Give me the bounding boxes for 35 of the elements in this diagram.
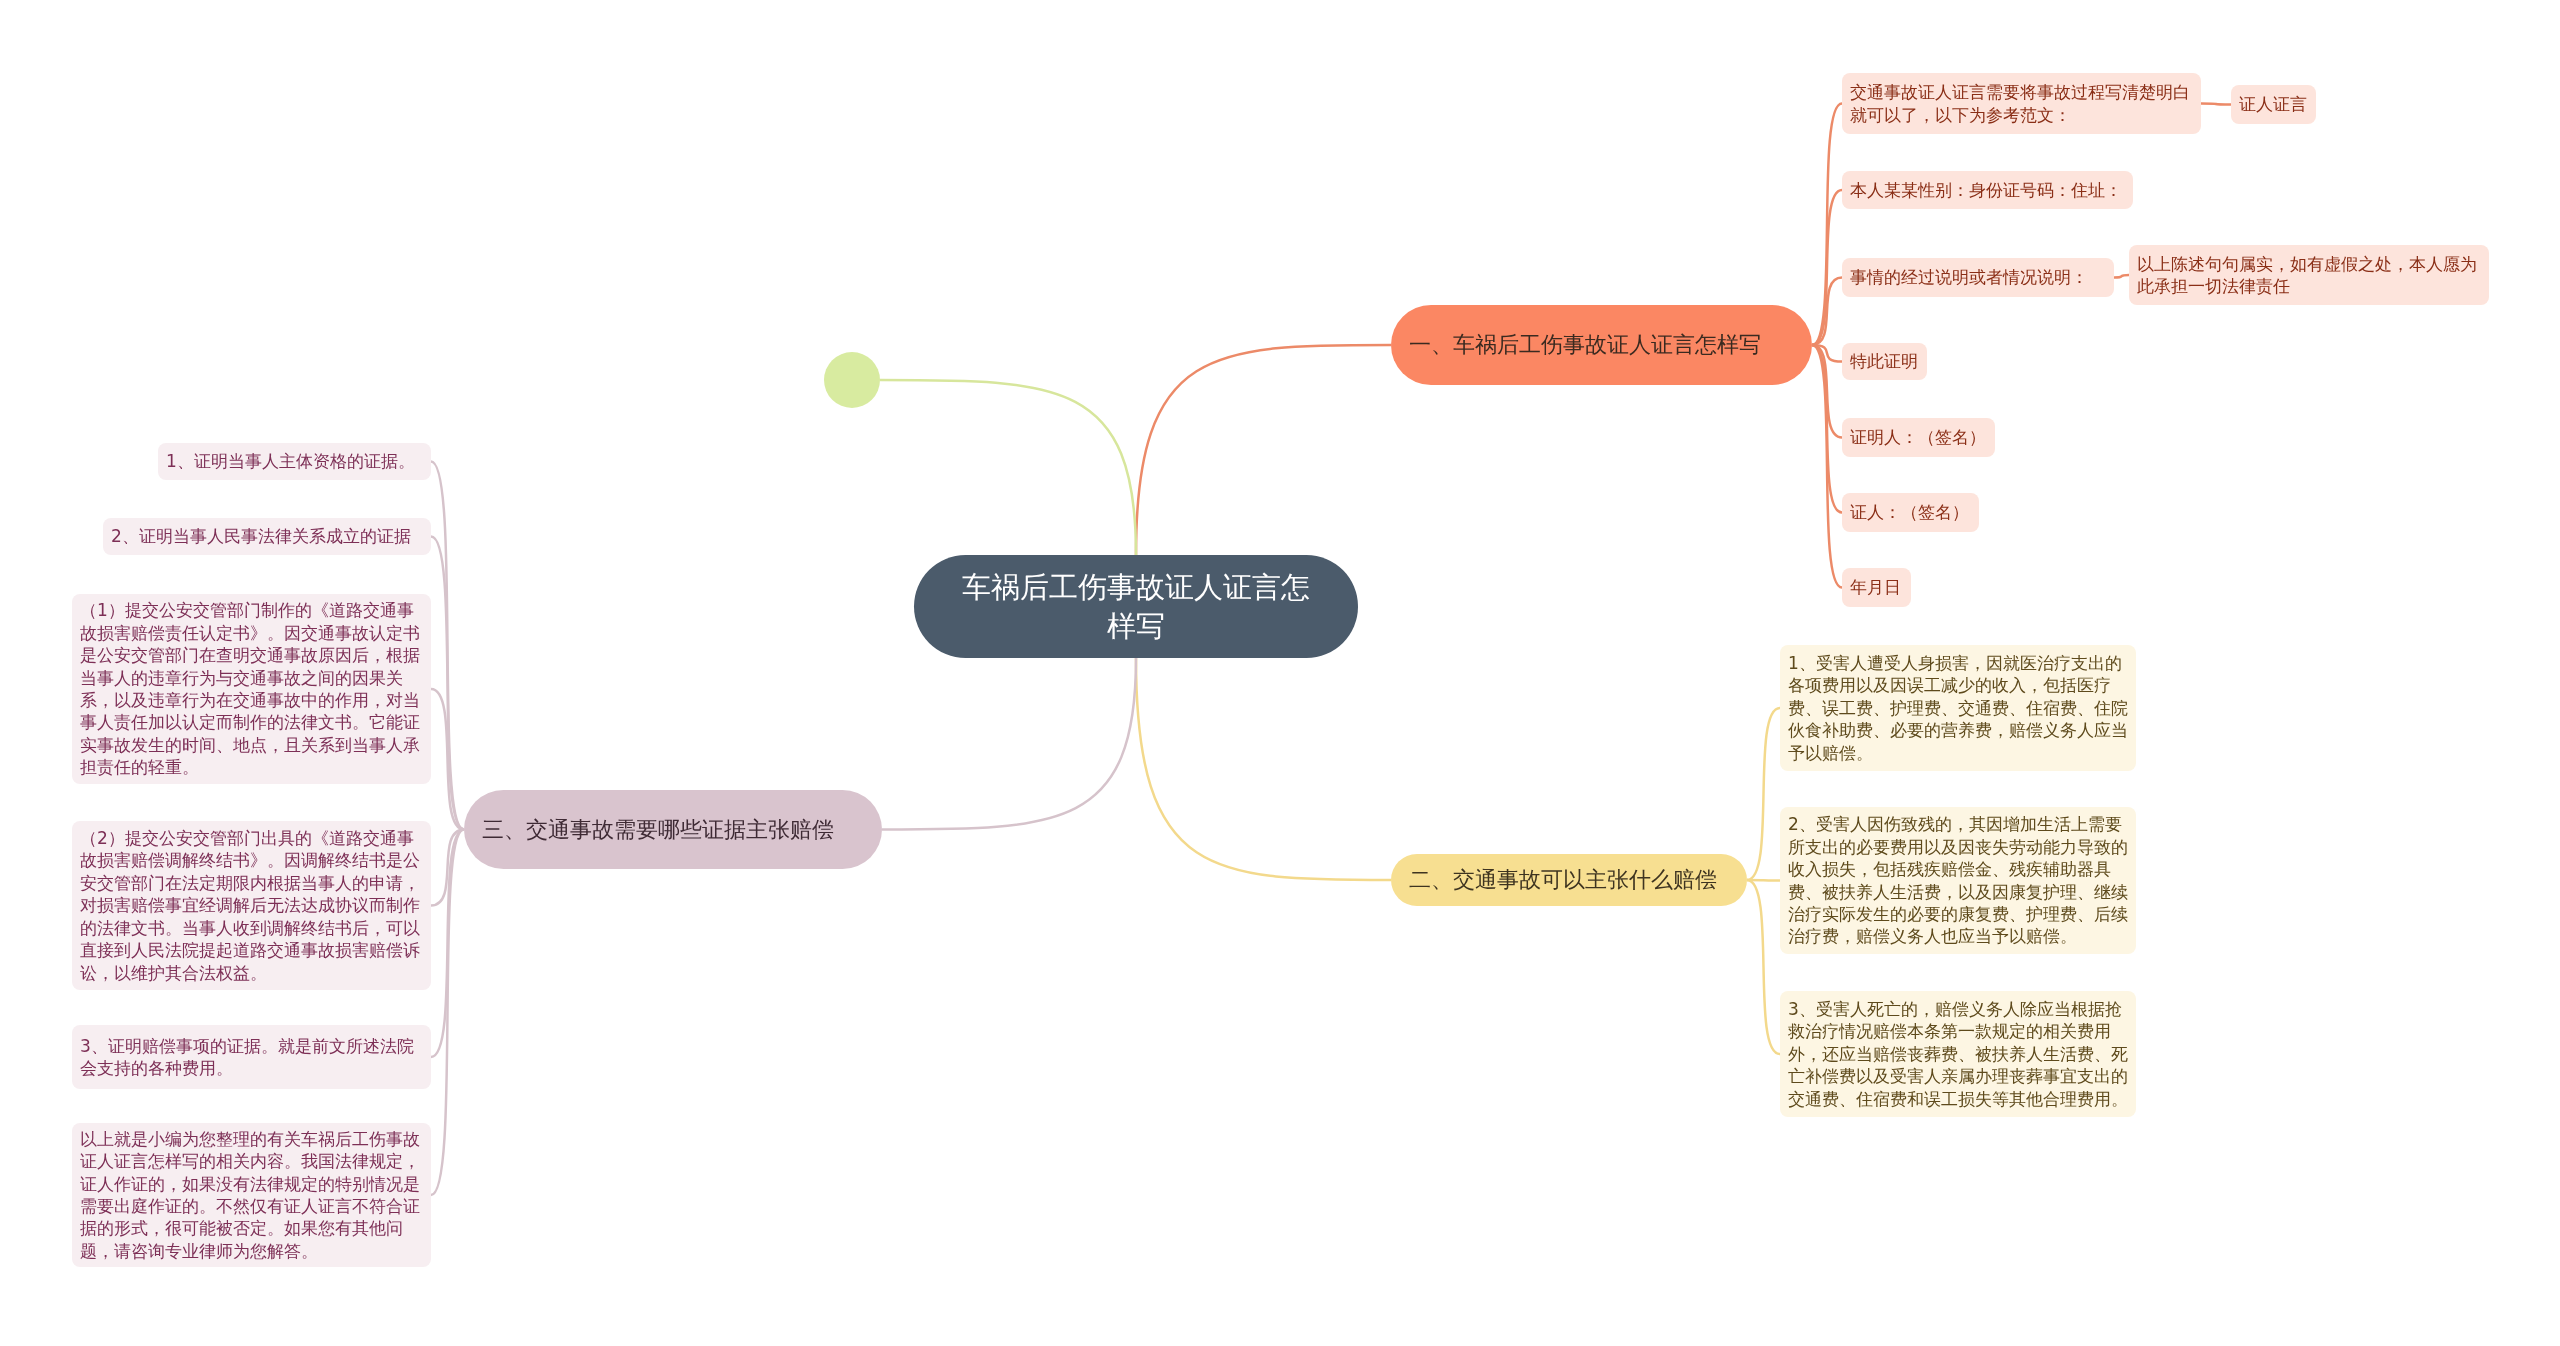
- connector-line: [1747, 878, 1780, 882]
- connector-line: [880, 378, 1138, 556]
- topic-box: 年月日: [1842, 568, 1911, 607]
- topic-box: 3、受害人死亡的，赔偿义务人除应当根据抢救治疗情况赔偿本条第一款规定的相关费用外，还应当赔偿丧葬费、被扶养人生活费、死亡补偿费以及受害人亲属办理丧葬事宜支出的交通费、住宿费和误工损失等其他合理费用。: [1780, 991, 2136, 1117]
- topic-box: 1、受害人遭受人身损害，因就医治疗支出的各项费用以及因误工减少的收入，包括医疗费、误工费、护理费、交通费、住宿费、住院伙食补助费、必要的营养费，赔偿义务人应当予以赔偿。: [1780, 645, 2136, 771]
- connector-line: [882, 657, 1138, 831]
- topic-box: （1）提交公安交管部门制作的《道路交通事故损害赔偿责任认定书》。因交通事故认定书是公安交管部门在查明交通事故原因后，根据当事人的违章行为与交通事故之间的因果关系，以及违章行为在交通事故中的作用，对当事人责任加以认定而制作的法律文书。它能证实事故发生的时间、地点，且关系到当事人承担责任的轻重。: [72, 594, 431, 784]
- topic-box: 本人某某性别：身份证号码：住址：: [1842, 171, 2133, 209]
- topic-box: （2）提交公安交管部门出具的《道路交通事故损害赔偿调解终结书》。因调解终结书是公安交管部门在法定期限内根据当事人的申请，对损害赔偿事宜经调解后无法达成协议而制作的法律文书。当事人收到调解终结书后，可以直接到人民法院提起道路交通事故损害赔偿诉讼，以维护其合法权益。: [72, 821, 431, 990]
- connector-line: [2201, 102, 2231, 106]
- connector-line: [1746, 706, 1781, 882]
- topic-box: 三、交通事故需要哪些证据主张赔偿: [464, 790, 882, 869]
- topic-box: 证明人：（签名）: [1842, 418, 1995, 457]
- topic-box: 1、证明当事人主体资格的证据。: [158, 443, 431, 480]
- topic-box: 以上陈述句句属实，如有虚假之处，本人愿为此承担一切法律责任: [2129, 245, 2489, 305]
- topic-box: 交通事故证人证言需要将事故过程写清楚明白就可以了，以下为参考范文：: [1842, 73, 2201, 134]
- topic-box: 证人证言: [2231, 85, 2316, 124]
- topic-box: 特此证明: [1842, 343, 1927, 380]
- topic-box: 2、受害人因伤致残的，其因增加生活上需要所支出的必要费用以及因丧失劳动能力导致的收入损失，包括残疾赔偿金、残疾辅助器具费、被扶养人生活费，以及因康复护理、继续治疗实际发生的必要的康复费、护理费、后续治疗费，赔偿义务人也应当予以赔偿。: [1780, 807, 2136, 954]
- topic-box: 证人：（签名）: [1842, 493, 1979, 532]
- central-topic: 车祸后工伤事故证人证言怎样写: [914, 555, 1358, 658]
- connector-line: [1746, 878, 1781, 1056]
- connector-line: [430, 535, 465, 831]
- topic-box: 事情的经过说明或者情况说明：: [1842, 258, 2114, 297]
- topic-box: 二、交通事故可以主张什么赔偿: [1391, 854, 1747, 906]
- topic-circle: [824, 352, 880, 408]
- connector-line: [1811, 276, 1843, 347]
- connector-line: [1811, 344, 1843, 589]
- connector-line: [430, 828, 465, 1196]
- topic-box: 2、证明当事人民事法律关系成立的证据: [103, 518, 431, 555]
- connector-line: [2114, 273, 2129, 279]
- connector-line: [1811, 188, 1843, 347]
- topic-box: 3、证明赔偿事项的证据。就是前文所述法院会支持的各种费用。: [72, 1025, 431, 1089]
- topic-box: 一、车祸后工伤事故证人证言怎样写: [1391, 305, 1812, 385]
- topic-box: 以上就是小编为您整理的有关车祸后工伤事故证人证言怎样写的相关内容。我国法律规定，证人作证的，如果没有法律规定的特别情况是需要出庭作证的。不然仅有证人证言不符合证据的形式，很可能被否定。如果您有其他问题，请咨询专业律师为您解答。: [72, 1123, 431, 1267]
